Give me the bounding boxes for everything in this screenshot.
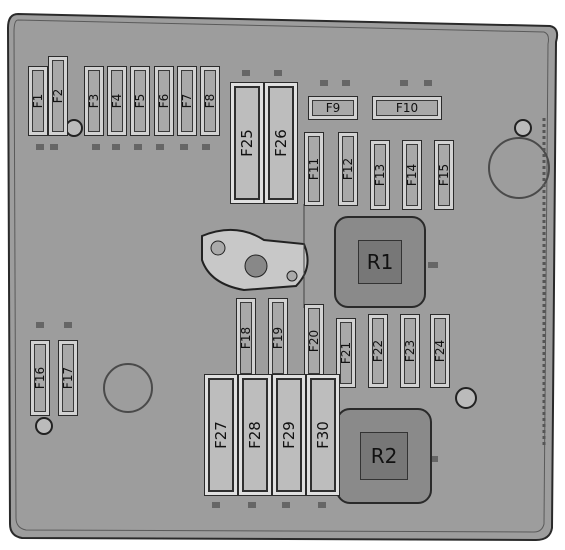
- fuse-f16: F16: [30, 340, 50, 416]
- fuse-label: F6: [157, 93, 171, 109]
- fuse-f1: F1: [28, 66, 48, 136]
- fuse-label: F1: [31, 93, 45, 109]
- fuse-f5: F5: [130, 66, 150, 136]
- fuse-f18: F18: [236, 298, 256, 378]
- fuse-label: F17: [61, 366, 75, 390]
- fuse-label: F23: [403, 339, 417, 363]
- fuse-label: F25: [238, 129, 256, 157]
- relay-r1: R1: [334, 216, 426, 308]
- ground-stud: [35, 417, 53, 435]
- fuse-label: F2: [51, 88, 65, 104]
- fuse-label: F13: [373, 163, 387, 187]
- fuse-f17: F17: [58, 340, 78, 416]
- fuse-f14: F14: [402, 140, 422, 210]
- fuse-label: F16: [33, 366, 47, 390]
- relay-core: [358, 240, 402, 284]
- relay-core: [360, 432, 408, 480]
- fuse-label: F26: [272, 129, 290, 157]
- fuse-f3: F3: [84, 66, 104, 136]
- fuse-f15: F15: [434, 140, 454, 210]
- fuse-label: F29: [280, 421, 298, 449]
- relay-r2: R2: [336, 408, 432, 504]
- fuse-label: F9: [325, 101, 341, 115]
- fuse-label: F19: [271, 326, 285, 350]
- fuse-label: F14: [405, 163, 419, 187]
- fuse-label: F8: [203, 93, 217, 109]
- relay-label: R2: [370, 444, 398, 468]
- fuse-box-diagram: F1 F2 F3 F4 F5 F6 F7 F8 F25 F26 F9 F10 F…: [4, 8, 560, 544]
- round-boss: [103, 363, 153, 413]
- ground-stud: [455, 387, 477, 409]
- fuse-f23: F23: [400, 314, 420, 388]
- ground-stud: [514, 119, 532, 137]
- fuse-label: F15: [437, 163, 451, 187]
- fuse-f27: F27: [204, 374, 238, 496]
- fuse-f30: F30: [306, 374, 340, 496]
- fuse-f28: F28: [238, 374, 272, 496]
- fuse-f26: F26: [264, 82, 298, 204]
- fuse-f13: F13: [370, 140, 390, 210]
- fuse-label: F28: [246, 421, 264, 449]
- round-boss: [488, 137, 550, 199]
- ground-stud: [65, 119, 83, 137]
- fuse-label: F20: [307, 329, 321, 353]
- fuse-f11: F11: [304, 132, 324, 206]
- fuse-f25: F25: [230, 82, 264, 204]
- mounting-bracket: [201, 228, 309, 292]
- fuse-f12: F12: [338, 132, 358, 206]
- fuse-label: F22: [371, 339, 385, 363]
- fuse-label: F3: [87, 93, 101, 109]
- fuse-label: F4: [110, 93, 124, 109]
- fuse-f19: F19: [268, 298, 288, 378]
- fuse-label: F5: [133, 93, 147, 109]
- fuse-f8: F8: [200, 66, 220, 136]
- fuse-f9: F9: [308, 96, 358, 120]
- fuse-label: F21: [339, 341, 353, 365]
- fuse-label: F7: [180, 93, 194, 109]
- fuse-label: F24: [433, 339, 447, 363]
- relay-label: R1: [366, 250, 394, 274]
- fuse-f10: F10: [372, 96, 442, 120]
- fuse-f4: F4: [107, 66, 127, 136]
- fuse-f20: F20: [304, 304, 324, 378]
- fuse-label: F18: [239, 326, 253, 350]
- fuse-f6: F6: [154, 66, 174, 136]
- fuse-f29: F29: [272, 374, 306, 496]
- fuse-label: F30: [314, 421, 332, 449]
- fuse-f24: F24: [430, 314, 450, 388]
- fuse-f22: F22: [368, 314, 388, 388]
- fuse-f2: F2: [48, 56, 68, 136]
- fuse-f21: F21: [336, 318, 356, 388]
- fuse-label: F10: [395, 101, 419, 115]
- fuse-label: F12: [341, 157, 355, 181]
- fuse-label: F27: [212, 421, 230, 449]
- fuse-label: F11: [307, 157, 321, 181]
- fuse-f7: F7: [177, 66, 197, 136]
